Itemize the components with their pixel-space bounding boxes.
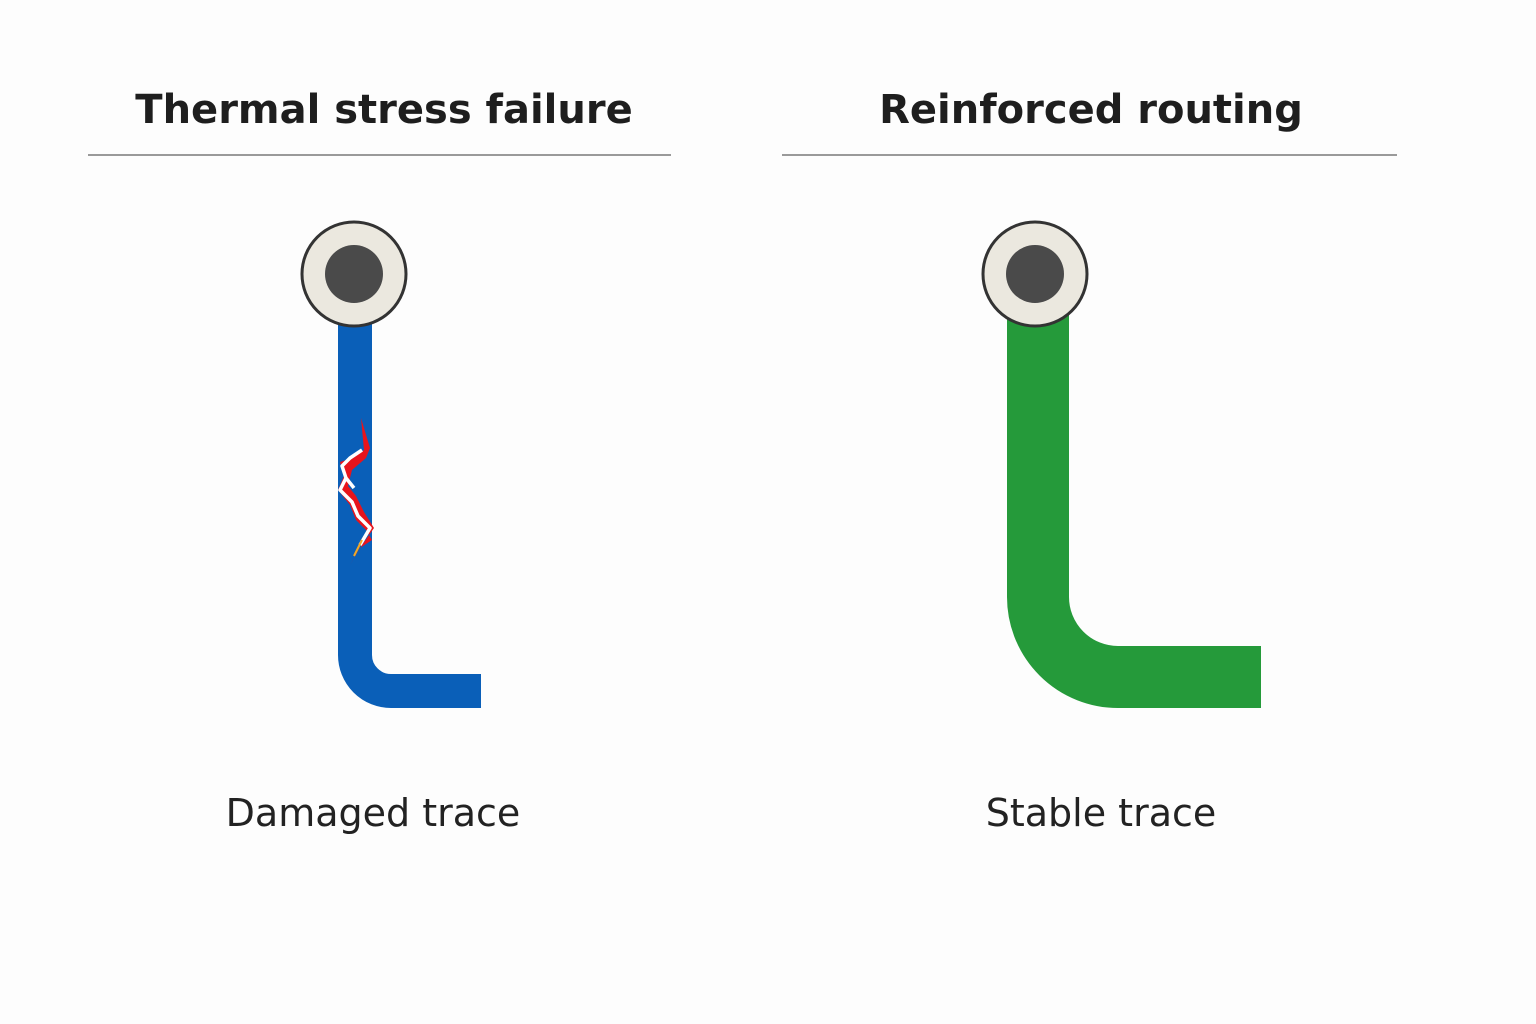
caption-left: Damaged trace [226, 791, 521, 835]
damaged-trace [338, 315, 481, 708]
stable-trace [1007, 315, 1261, 708]
crack-icon [338, 418, 374, 565]
caption-right: Stable trace [986, 791, 1217, 835]
panel-stable: Reinforced routing Stable trace [782, 87, 1397, 835]
via-pad-left [300, 220, 408, 328]
panel-title-right: Reinforced routing [879, 87, 1303, 133]
via-pad-right [981, 220, 1089, 328]
panel-damaged: Thermal stress failure Damaged trace [88, 87, 671, 835]
panel-title-left: Thermal stress failure [135, 87, 632, 133]
